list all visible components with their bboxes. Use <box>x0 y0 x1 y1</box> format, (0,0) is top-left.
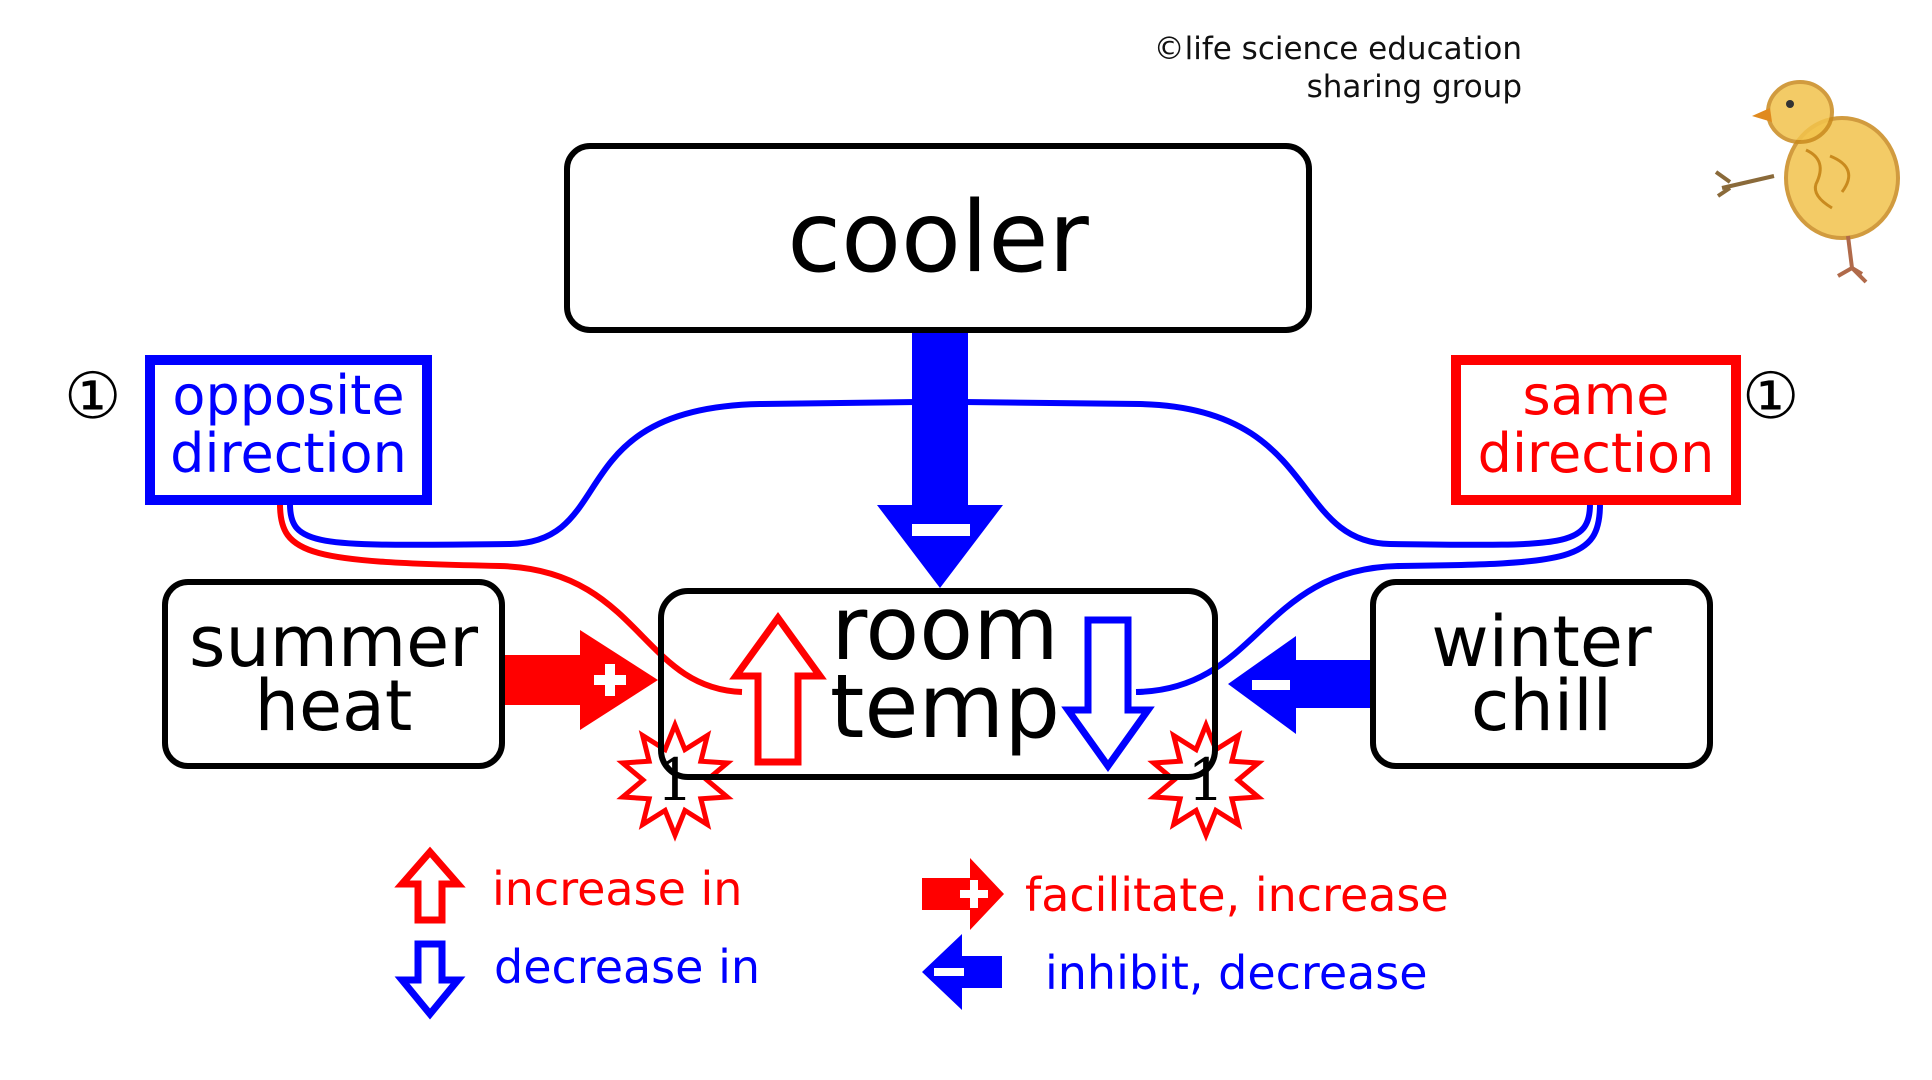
room-temp-label: room temp <box>815 577 1075 758</box>
starburst-icon <box>1147 718 1265 842</box>
decrease-arrow-icon <box>1061 616 1155 773</box>
winter-chill-node: winter chill <box>1370 579 1713 769</box>
starburst-icon <box>616 718 734 842</box>
cooler-inhibit-arrow <box>877 333 1003 588</box>
chick-legs <box>1837 235 1868 284</box>
opposite-direction-line-1: opposite <box>172 364 405 427</box>
opposite-direction-box: opposite direction <box>145 355 432 505</box>
chick-head <box>1766 80 1834 144</box>
legend-decrease-label: decrease in <box>494 940 761 994</box>
summer-heat-node: summer heat <box>162 579 505 769</box>
copyright-text: ©life science education sharing group <box>1154 30 1522 106</box>
legend-facilitate-arrow-icon <box>922 858 1004 930</box>
room-temp-label-line-1: room <box>831 577 1059 680</box>
minus-sign <box>912 524 970 536</box>
plus-sign-v <box>605 664 615 696</box>
chick-body <box>1784 116 1900 240</box>
same-direction-line-2: direction <box>1477 422 1715 485</box>
summer-heat-label-line-1: summer <box>188 601 479 683</box>
opposite-direction-line-2: direction <box>170 422 407 485</box>
legend-facilitate-label: facilitate, increase <box>1025 868 1449 922</box>
chick-wing <box>1714 170 1775 198</box>
legend-increase-label: increase in <box>492 862 743 916</box>
same-to-roomtemp-curve <box>1135 503 1603 695</box>
circled-number-left: ① <box>64 360 122 434</box>
cooler-label: cooler <box>787 181 1089 295</box>
winter-inhibit-arrow <box>1228 636 1370 734</box>
increase-arrow-icon <box>729 612 827 766</box>
opposite-to-roomtemp-curve <box>277 503 743 695</box>
winter-chill-label-line-1: winter <box>1431 601 1652 683</box>
legend-decrease-arrow-icon <box>394 940 466 1020</box>
same-direction-box: same direction <box>1451 355 1741 505</box>
minus-sign <box>1252 680 1290 690</box>
winter-chill-label-line-2: chill <box>1470 665 1613 747</box>
summer-heat-label-line-2: heat <box>254 665 413 747</box>
legend-inhibit-arrow-icon <box>922 934 1002 1010</box>
summer-facilitate-arrow <box>505 630 658 730</box>
copyright-line-1: ©life science education <box>1153 31 1522 67</box>
room-temp-label-line-2: temp <box>829 655 1061 758</box>
opposite-to-cooler-curve <box>287 399 917 548</box>
legend-increase-arrow-icon <box>394 846 466 924</box>
circled-number-right: ① <box>1742 360 1800 434</box>
room-temp-node <box>658 588 1218 780</box>
chick-beak <box>1752 108 1772 122</box>
same-direction-line-1: same <box>1522 364 1670 427</box>
chick-drawing-icon <box>1714 80 1900 284</box>
cooler-node: cooler <box>564 143 1312 333</box>
same-to-cooler-curve <box>963 399 1593 548</box>
chick-feathers <box>1805 148 1851 210</box>
chick-eye <box>1786 100 1794 108</box>
copyright-line-2: sharing group <box>1306 69 1522 105</box>
legend-inhibit-label: inhibit, decrease <box>1045 946 1428 1000</box>
